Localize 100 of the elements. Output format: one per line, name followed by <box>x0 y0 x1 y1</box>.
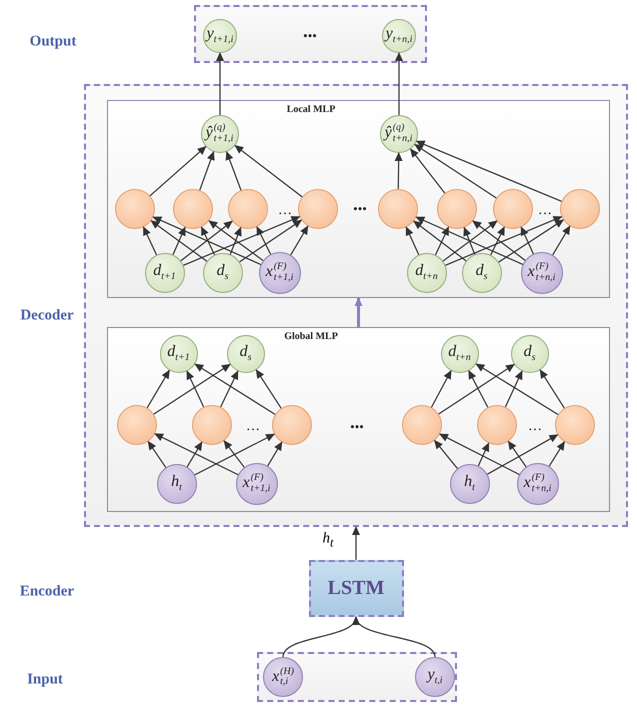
arrow <box>416 140 562 202</box>
arrow <box>394 52 404 115</box>
arrow <box>413 220 466 262</box>
arrow <box>186 441 202 468</box>
arrow <box>194 434 275 476</box>
arrow <box>153 364 231 415</box>
arrow <box>199 151 215 190</box>
hidden-neuron-node <box>116 404 156 444</box>
neuron-node <box>440 334 478 372</box>
arrow <box>434 440 458 469</box>
lstm-block <box>308 560 404 617</box>
arrow <box>475 363 558 415</box>
hidden-neuron-node <box>228 188 268 228</box>
arrow <box>200 226 216 256</box>
dashed-group-box <box>194 5 427 63</box>
block-label: LSTM <box>328 577 384 600</box>
arrow <box>406 226 420 256</box>
hidden-neuron-node <box>554 404 594 444</box>
neuron-node <box>406 252 446 292</box>
edge-label: h$_{t}$ <box>322 530 334 548</box>
arrow <box>354 297 363 327</box>
arrow <box>172 226 186 255</box>
arrow <box>148 440 166 468</box>
arrow <box>430 370 452 408</box>
ellipsis: ••• <box>350 419 364 435</box>
arrow <box>354 616 436 658</box>
arrow <box>414 144 497 199</box>
arrow <box>520 226 534 254</box>
ellipsis: ••• <box>353 201 367 217</box>
arrow <box>152 216 262 266</box>
variable-label: d$_{t+1}$ <box>153 262 176 282</box>
hidden-neuron-node <box>492 188 532 228</box>
neuron-node <box>202 252 242 292</box>
neuron-node <box>462 252 502 292</box>
arrow <box>180 220 233 262</box>
neuron-node <box>203 19 237 53</box>
arrow <box>267 441 282 466</box>
row-label: Input <box>27 672 63 688</box>
arrow <box>256 226 272 254</box>
neuron-node <box>380 114 418 152</box>
arrow <box>490 226 505 256</box>
arrow <box>239 220 302 262</box>
neuron-node <box>200 114 238 152</box>
arrow <box>463 226 476 255</box>
ellipsis: … <box>538 203 552 219</box>
hidden-neuron-node <box>436 188 476 228</box>
arrow <box>226 150 242 190</box>
arrow <box>468 370 488 408</box>
arrow <box>146 370 170 408</box>
neuron-node <box>144 252 184 292</box>
variable-label: y$_{t,i}$ <box>427 667 443 687</box>
row-label: Encoder <box>20 584 74 600</box>
arrow <box>216 52 224 115</box>
arrow <box>439 434 520 476</box>
hidden-neuron-node <box>402 404 442 444</box>
arrow <box>410 148 446 194</box>
variable-label: h$_{t}$ <box>171 474 182 494</box>
arrow <box>256 369 282 409</box>
arrow <box>194 364 276 415</box>
arrow <box>183 216 300 266</box>
arrow <box>540 369 565 408</box>
variable-label: y$_{t+1,i}$ <box>206 26 234 46</box>
mlp-panel <box>107 327 610 512</box>
input-neuron-node <box>415 657 455 697</box>
arrow <box>150 146 206 196</box>
arrow <box>224 440 245 468</box>
input-neuron-node <box>236 462 278 504</box>
dashed-group-box <box>84 84 628 527</box>
arrow <box>415 216 524 266</box>
neuron-node <box>226 334 264 372</box>
ellipsis: … <box>528 419 542 435</box>
variable-label: d$_{t+1}$ <box>167 344 190 364</box>
variable-label: y$_{t+n,i}$ <box>386 26 412 46</box>
hidden-neuron-node <box>172 188 212 228</box>
variable-label: d$_{s}$ <box>240 344 252 364</box>
input-neuron-node <box>516 462 558 504</box>
variable-label: d$_{s}$ <box>476 262 488 282</box>
arrow <box>290 225 308 256</box>
arrow <box>234 145 302 198</box>
hidden-neuron-node <box>560 188 600 228</box>
neuron-node <box>160 334 198 372</box>
ellipsis: … <box>246 419 260 435</box>
arrow <box>548 441 565 467</box>
neuron-node <box>510 334 548 372</box>
hidden-neuron-node <box>298 188 338 228</box>
arrow <box>394 152 403 189</box>
panel-title: Local MLP <box>286 104 336 115</box>
hidden-neuron-node <box>476 404 516 444</box>
hidden-neuron-node <box>272 404 312 444</box>
arrow <box>487 434 558 475</box>
ellipsis: … <box>278 203 292 219</box>
hidden-neuron-node <box>192 404 232 444</box>
hidden-neuron-node <box>114 188 154 228</box>
hidden-neuron-node <box>378 188 418 228</box>
ellipsis: ••• <box>303 28 317 44</box>
variable-label: d$_{t+n}$ <box>448 344 471 364</box>
arrow <box>150 220 208 262</box>
arrow <box>472 220 526 261</box>
arrow <box>498 219 564 263</box>
arrow <box>478 442 490 466</box>
